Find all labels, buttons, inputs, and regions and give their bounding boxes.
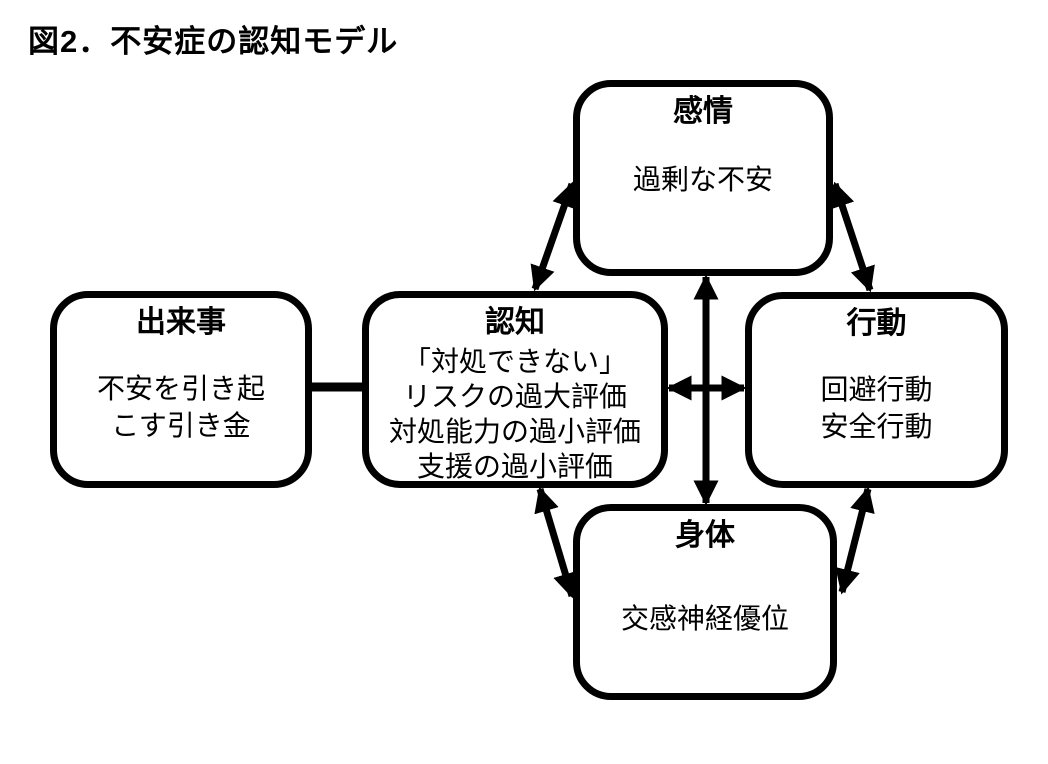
node-cognition-content-line: 対処能力の過小評価 xyxy=(388,416,641,447)
node-behavior: 行動 回避行動 安全行動 xyxy=(745,292,1008,488)
arrow-emotion-behavior xyxy=(830,181,875,293)
node-behavior-title: 行動 xyxy=(846,307,907,340)
node-cognition-content-line: 支援の過小評価 xyxy=(416,451,613,482)
node-event-title: 出来事 xyxy=(136,306,226,339)
arrow-emotion-cognition xyxy=(530,181,577,292)
node-cognition-content-line: リスクの過大評価 xyxy=(402,381,627,412)
arrow-behavior-body xyxy=(835,486,875,595)
node-behavior-content-line: 回避行動 xyxy=(820,374,933,405)
node-cognition-content-line: 「対処できない」 xyxy=(402,346,627,377)
figure-title: 図2．不安症の認知モデル xyxy=(28,24,399,59)
node-emotion-content: 過剰な不安 xyxy=(633,161,773,198)
arrow-cognition-body xyxy=(534,486,578,599)
node-cognition: 認知 「対処できない」 リスクの過大評価 対処能力の過小評価 支援の過小評価 xyxy=(362,291,668,488)
node-event-content-line: こす引き金 xyxy=(111,410,251,441)
node-body-content: 交感神経優位 xyxy=(621,600,789,637)
node-body: 身体 交感神経優位 xyxy=(573,504,837,700)
node-emotion-content-line: 過剰な不安 xyxy=(632,164,773,195)
node-cognition-title: 認知 xyxy=(485,306,545,339)
node-behavior-content: 回避行動 安全行動 xyxy=(820,371,932,445)
node-behavior-content-line: 安全行動 xyxy=(820,411,933,442)
node-event: 出来事 不安を引き起 こす引き金 xyxy=(50,291,312,488)
node-body-content-line: 交感神経優位 xyxy=(620,603,789,634)
node-body-title: 身体 xyxy=(675,519,735,552)
node-cognition-content: 「対処できない」 リスクの過大評価 対処能力の過小評価 支援の過小評価 xyxy=(389,344,641,484)
node-event-content: 不安を引き起 こす引き金 xyxy=(97,370,265,444)
node-emotion-title: 感情 xyxy=(673,95,733,128)
node-emotion: 感情 過剰な不安 xyxy=(573,80,833,276)
node-event-content-line: 不安を引き起 xyxy=(96,373,265,404)
